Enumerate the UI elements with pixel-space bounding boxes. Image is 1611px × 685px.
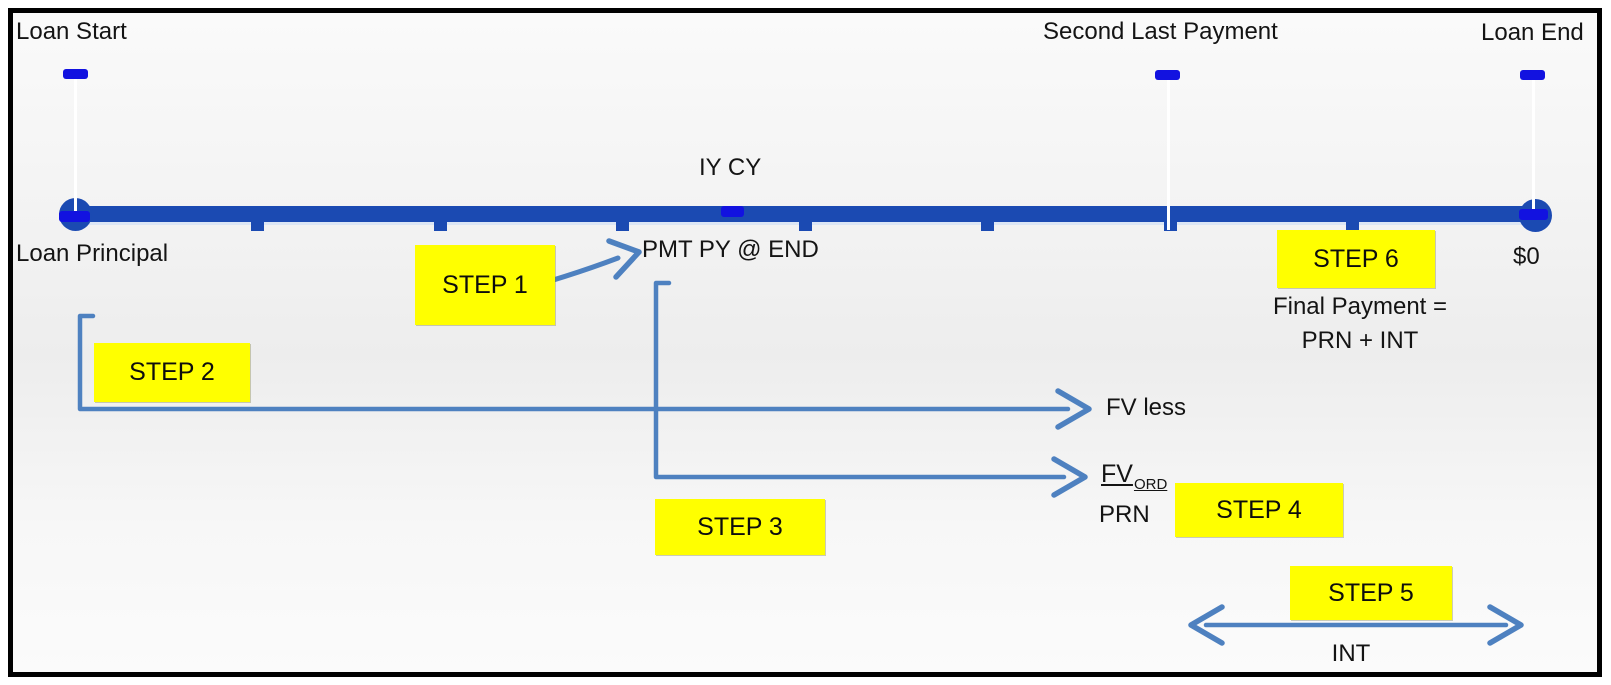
timeline-tick: [616, 220, 629, 231]
final-payment-formula-line1: Final Payment =: [1272, 293, 1448, 320]
connector-loan-start: [74, 79, 77, 215]
step-1-callout: STEP 1: [415, 245, 555, 325]
step-5-label: STEP 5: [1328, 578, 1414, 607]
step-6-label: STEP 6: [1313, 244, 1399, 273]
interest-label: INT: [1331, 640, 1371, 667]
step2-arrowhead-icon: [1055, 388, 1092, 430]
second-last-payment-label: Second Last Payment: [1043, 18, 1278, 45]
step-2-callout: STEP 2: [94, 343, 250, 402]
zero-balance-label: $0: [1513, 243, 1540, 270]
timeline-bar: [70, 206, 1542, 222]
step-6-callout: STEP 6: [1277, 230, 1435, 288]
marker-dash-loan-end: [1520, 70, 1545, 80]
fv-base-text: FV: [1101, 460, 1133, 488]
timeline-tick: [981, 220, 994, 231]
timeline-tick: [799, 220, 812, 231]
step3-arrow-line: [653, 280, 1067, 480]
fv-ord-label: FVORD: [1101, 460, 1167, 493]
step1-arrowhead-icon: [606, 238, 642, 280]
final-payment-formula-line2: PRN + INT: [1301, 327, 1419, 354]
prn-label: PRN: [1099, 501, 1150, 528]
step-4-callout: STEP 4: [1175, 483, 1343, 537]
marker-dash-end-node: [1519, 209, 1548, 220]
marker-dash-loan-start: [63, 69, 88, 79]
loan-start-label: Loan Start: [16, 18, 127, 45]
timeline-tick: [1346, 220, 1359, 231]
timeline-tick: [1164, 220, 1177, 231]
step-4-label: STEP 4: [1216, 495, 1302, 524]
timeline-tick: [251, 220, 264, 231]
payment-label: PMT PY @ END: [642, 236, 819, 263]
step5-left-arrowhead-icon: [1188, 604, 1225, 646]
step-1-label: STEP 1: [442, 270, 528, 299]
loan-principal-label: Loan Principal: [16, 240, 169, 267]
fv-less-label: FV less: [1106, 394, 1187, 421]
timeline-tick: [434, 220, 447, 231]
step-3-label: STEP 3: [697, 512, 783, 541]
step5-right-arrowhead-icon: [1487, 604, 1524, 646]
marker-dash-iy-cy: [721, 206, 744, 217]
marker-dash-start-node: [59, 211, 90, 222]
fv-subscript-text: ORD: [1133, 476, 1168, 493]
step-3-callout: STEP 3: [655, 499, 825, 555]
connector-loan-end: [1532, 79, 1535, 213]
step2-arrow-line: [77, 313, 1071, 412]
diagram-border-frame: [8, 8, 1602, 677]
loan-end-label: Loan End: [1481, 19, 1584, 46]
step-5-callout: STEP 5: [1290, 566, 1452, 620]
rate-label: IY CY: [699, 154, 762, 181]
step-2-label: STEP 2: [129, 358, 215, 386]
connector-second-last-payment: [1167, 80, 1170, 230]
step3-arrowhead-icon: [1051, 456, 1088, 498]
marker-dash-second-last-payment: [1155, 70, 1180, 80]
